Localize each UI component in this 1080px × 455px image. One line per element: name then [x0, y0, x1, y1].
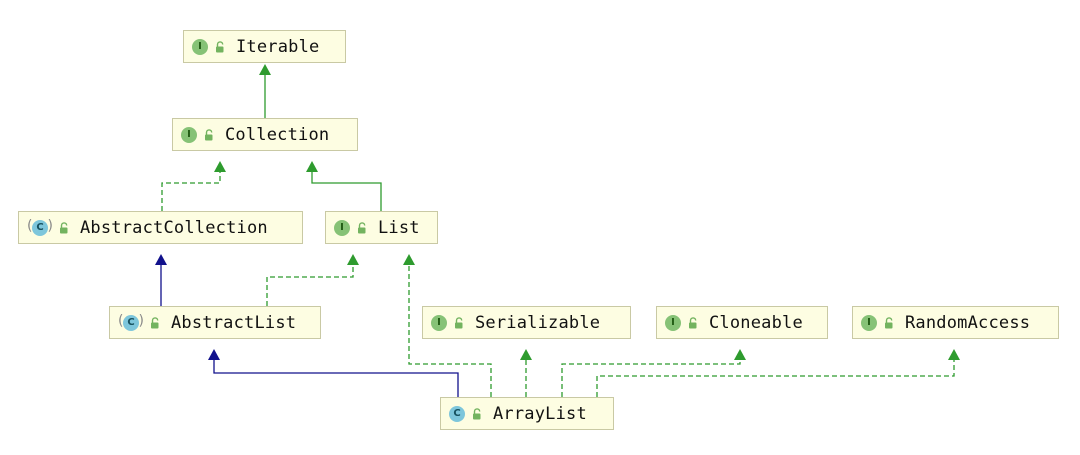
- edge-abstractcollection-collection: [161, 161, 226, 211]
- interface-badge-icon: I: [181, 126, 197, 143]
- arrow-head-icon: [948, 349, 960, 360]
- abstract-class-badge-icon: C: [27, 219, 53, 236]
- node-label: AbstractCollection: [80, 217, 268, 238]
- unlocked-icon: [216, 40, 224, 52]
- node-label: Collection: [225, 124, 330, 145]
- edge-arraylist-cloneable: [561, 349, 746, 397]
- arrow-head-icon: [403, 254, 415, 265]
- interface-badge-icon: I: [665, 314, 681, 331]
- node-collection[interactable]: I Collection: [172, 118, 358, 151]
- arrow-head-icon: [259, 64, 271, 75]
- unlocked-icon: [358, 221, 366, 233]
- interface-badge-icon: I: [431, 314, 447, 331]
- edge-abstractlist-abstractcollection: [155, 254, 167, 306]
- unlocked-icon: [885, 316, 893, 328]
- arrow-head-icon: [214, 161, 226, 172]
- edge-arraylist-serializable: [520, 349, 532, 397]
- node-label: Iterable: [236, 36, 320, 57]
- interface-badge-icon: I: [861, 314, 877, 331]
- unlocked-icon: [689, 316, 697, 328]
- class-badge-icon: C: [449, 405, 465, 422]
- node-array-list[interactable]: C ArrayList: [440, 397, 614, 430]
- node-label: ArrayList: [493, 403, 587, 424]
- node-serializable[interactable]: I Serializable: [422, 306, 631, 339]
- node-cloneable[interactable]: I Cloneable: [656, 306, 828, 339]
- arrow-head-icon: [520, 349, 532, 360]
- unlocked-icon: [473, 407, 481, 419]
- node-label: List: [378, 217, 420, 238]
- node-abstract-list[interactable]: C AbstractList: [109, 306, 321, 339]
- edge-arraylist-list: [403, 254, 492, 397]
- interface-badge-icon: I: [334, 219, 350, 236]
- edge-collection-iterable: [259, 64, 271, 118]
- unlocked-icon: [205, 128, 213, 140]
- node-random-access[interactable]: I RandomAccess: [852, 306, 1059, 339]
- unlocked-icon: [60, 221, 68, 233]
- node-iterable[interactable]: I Iterable: [183, 30, 346, 63]
- node-label: Cloneable: [709, 312, 803, 333]
- interface-badge-icon: I: [192, 38, 208, 55]
- unlocked-icon: [151, 316, 159, 328]
- arrow-head-icon: [306, 161, 318, 172]
- edge-arraylist-abstractlist: [208, 349, 459, 397]
- edge-list-collection: [306, 161, 382, 211]
- edge-arraylist-randomaccess: [596, 349, 960, 397]
- arrow-head-icon: [734, 349, 746, 360]
- edge-abstractlist-list: [266, 254, 359, 306]
- unlocked-icon: [455, 316, 463, 328]
- node-label: RandomAccess: [905, 312, 1031, 333]
- abstract-class-badge-icon: C: [118, 314, 144, 331]
- arrow-head-icon: [155, 254, 167, 265]
- arrow-head-icon: [208, 349, 220, 360]
- node-abstract-collection[interactable]: C AbstractCollection: [18, 211, 303, 244]
- node-list[interactable]: I List: [325, 211, 438, 244]
- arrow-head-icon: [347, 254, 359, 265]
- node-label: Serializable: [475, 312, 601, 333]
- node-label: AbstractList: [171, 312, 297, 333]
